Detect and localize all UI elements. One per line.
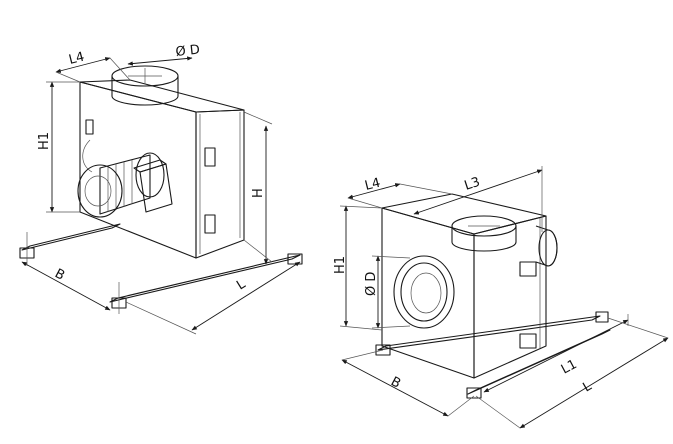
left-label-diameter: Ø D	[175, 43, 201, 60]
right-label-h1: H1	[333, 256, 348, 274]
right-fan-unit: L4 L3 H1 Ø D B L1 L	[333, 166, 669, 429]
right-label-diameter: Ø D	[364, 272, 379, 296]
left-label-l4: L4	[67, 50, 86, 68]
left-fan-unit: L4 Ø D H1 H B L	[19, 43, 303, 335]
right-label-l: L	[581, 378, 595, 395]
right-label-b: B	[388, 374, 403, 391]
left-label-h: H	[251, 188, 266, 198]
right-housing	[381, 193, 547, 379]
left-label-b: B	[52, 266, 67, 283]
left-label-h1: H1	[37, 132, 52, 150]
right-housing-side	[473, 215, 547, 379]
left-housing-side	[195, 109, 245, 259]
right-housing-front	[381, 207, 475, 379]
left-housing	[79, 79, 245, 259]
left-label-l: L	[234, 276, 249, 293]
left-inlet-spigot	[111, 65, 179, 106]
left-base-rails	[19, 223, 303, 309]
right-back-spigot	[535, 225, 558, 267]
right-housing-top	[381, 193, 547, 235]
right-label-l1: L1	[559, 357, 580, 378]
right-label-l3: L3	[463, 175, 482, 194]
right-side-inlet	[393, 255, 455, 329]
left-dimensions	[21, 56, 301, 335]
left-motor	[77, 139, 173, 218]
right-label-l4: L4	[363, 176, 382, 194]
right-dimensions	[339, 166, 669, 429]
right-top-spigot	[451, 215, 517, 252]
